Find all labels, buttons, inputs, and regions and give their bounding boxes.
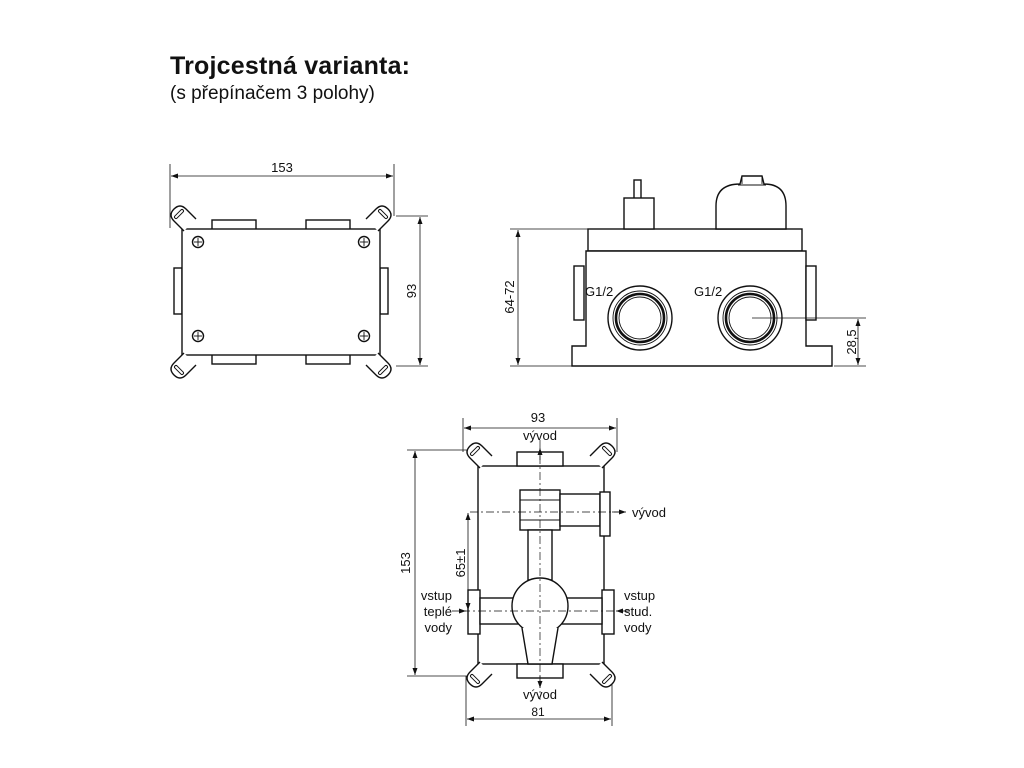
front-bottom-width-dim: 81 (531, 705, 545, 719)
front-height-dim: 153 (398, 552, 413, 574)
inlet-cold-line-3: vody (624, 620, 652, 635)
top-view: 153 93 (169, 160, 428, 380)
top-width-dim: 153 (271, 160, 293, 175)
page-title: Trojcestná varianta: (170, 52, 411, 80)
front-width-dim: 93 (531, 410, 545, 425)
inlet-hot-line-3: vody (425, 620, 453, 635)
inlet-hot-line-1: vstup (421, 588, 452, 603)
top-height-dim: 93 (404, 284, 419, 298)
center-distance-dim: 65±1 (453, 549, 468, 578)
outlet-top-label: vývod (523, 428, 557, 443)
side-height-dim: 64-72 (502, 280, 517, 313)
side-view: 64-72 G1/2 G1/2 28,5 (502, 175, 866, 367)
outlet-right-label: vývod (632, 505, 666, 520)
outlet-bottom-label: vývod (523, 687, 557, 702)
port-height-dim: 28,5 (844, 329, 859, 354)
port-right-label: G1/2 (694, 284, 722, 299)
front-view: 93 153 81 (398, 410, 666, 726)
inlet-hot-line-2: teplé (424, 604, 452, 619)
inlet-cold-line-1: vstup (624, 588, 655, 603)
port-left-label: G1/2 (585, 284, 613, 299)
inlet-cold-line-2: stud. (624, 604, 652, 619)
page-subtitle: (s přepínačem 3 polohy) (170, 83, 375, 104)
